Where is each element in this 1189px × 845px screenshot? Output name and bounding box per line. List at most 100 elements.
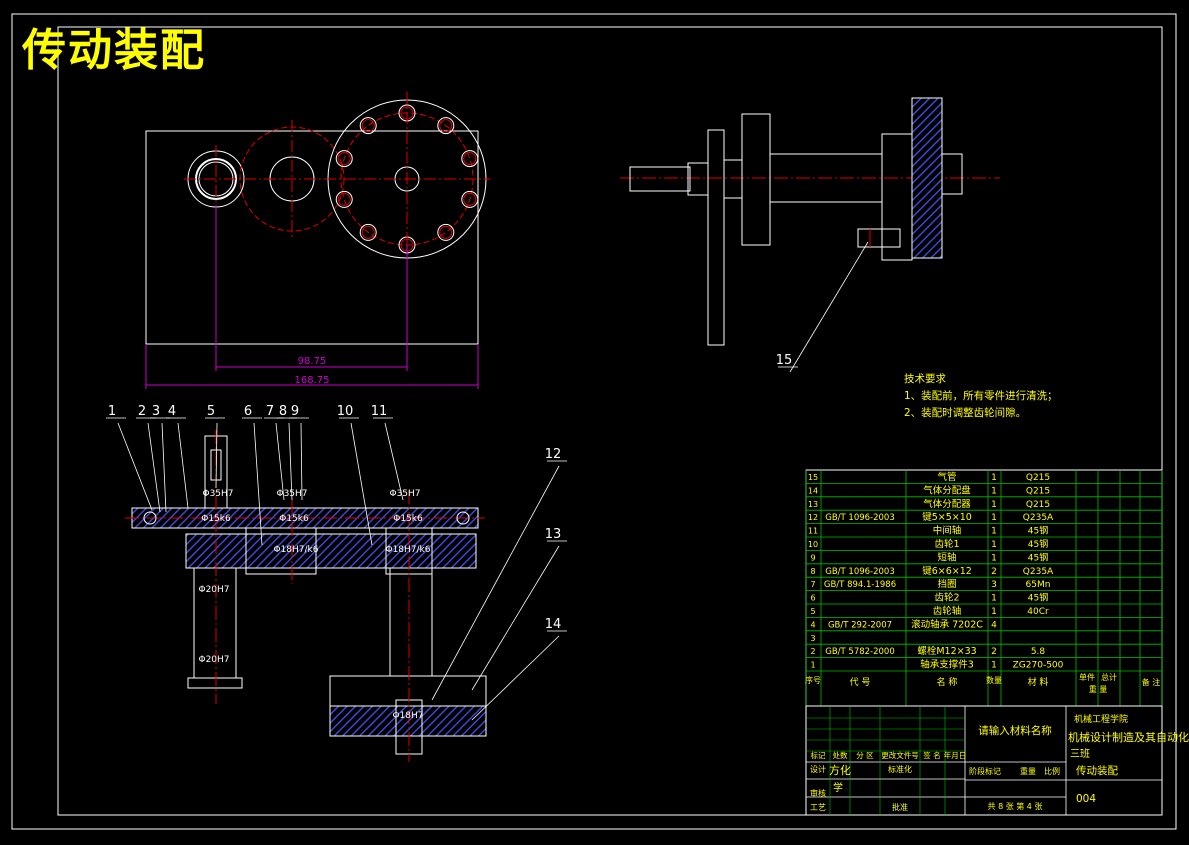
balloon-number: 2 (138, 404, 146, 419)
balloon-number: 13 (545, 527, 562, 542)
balloon-number: 3 (152, 404, 160, 419)
balloon-number: 5 (207, 404, 215, 419)
bom-cell-no: 6 (810, 594, 815, 603)
bom-cell-no: 11 (808, 527, 818, 536)
bolt-hole (335, 190, 353, 208)
bom-cell-no: 9 (810, 553, 815, 562)
bom-row: 1 轴承支撑件3 1 ZG270-500 (806, 659, 1162, 672)
balloon-item: 15 (776, 241, 869, 373)
bom-header-no: 序号 (805, 675, 821, 685)
bom-cell-material: 45钢 (1028, 592, 1048, 604)
fit-label: Φ18H7 (392, 711, 423, 721)
rev-header: 更改文件号 (881, 750, 919, 760)
bom-cell-material: 40Cr (1027, 607, 1049, 617)
leader-line (471, 635, 560, 721)
rev-header: 分 区 (856, 751, 874, 760)
bom-cell-name: 轴承支撑件3 (920, 659, 974, 671)
leader-line (161, 422, 167, 513)
bom-cell-material: 45钢 (1028, 551, 1048, 563)
designer-name: 方化 (829, 763, 851, 777)
label-weight: 重量 (1020, 766, 1036, 776)
bom-cell-qty: 1 (991, 527, 997, 537)
leader-line (431, 465, 560, 701)
bom-cell-name: 键5×5×10 (922, 511, 972, 523)
bom-cell-code: GB/T 5782-2000 (825, 647, 895, 657)
bom-cell-qty: 1 (991, 661, 997, 671)
fit-label: Φ20H7 (198, 655, 229, 665)
role-designer: 设计 (810, 764, 826, 774)
bom-cell-material: ZG270-500 (1013, 661, 1064, 671)
balloon-item: 2 (136, 404, 161, 513)
bom-cell-qty: 1 (991, 500, 997, 510)
bom-cell-qty: 1 (991, 553, 997, 563)
rev-header: 标记 (811, 750, 826, 760)
fit-label: Φ15k6 (279, 514, 309, 524)
leader-line (275, 422, 285, 501)
bolt-hole-inner (463, 192, 477, 206)
label-stage: 阶段标记 (969, 766, 1001, 776)
bom-cell-no: 1 (810, 661, 815, 670)
leader-line (789, 241, 869, 373)
bom-cell-name: 气管 (937, 471, 956, 483)
bom-cell-material: Q215 (1026, 473, 1050, 483)
bom-cell-no: 2 (810, 647, 815, 656)
dimension-label: 98.75 (298, 356, 327, 367)
balloon-item: 9 (289, 404, 309, 501)
leader-line (288, 422, 293, 501)
bom-cell-qty: 1 (991, 540, 997, 550)
bom-cell-no: 15 (808, 473, 818, 482)
label-standardization: 标准化 (888, 764, 912, 774)
tech-notes-heading: 技术要求 (904, 373, 946, 385)
bom-cell-no: 14 (808, 486, 818, 495)
fit-label: Φ20H7 (198, 585, 229, 595)
title-block: 标记处数分 区更改文件号签 名年月日设计审核工艺方化标准化批准学请输入材料名称阶… (805, 705, 1189, 816)
bolt-hole (335, 150, 353, 168)
balloon-item: 11 (371, 404, 404, 501)
bom-row: 15 气管 1 Q215 (806, 471, 1162, 484)
balloon-number: 6 (244, 404, 252, 419)
drawing-name: 传动装配 (1076, 764, 1118, 777)
bolt-hole (359, 223, 377, 241)
stamp-mark: 学 (833, 781, 843, 794)
section-view: Φ35H7Φ15k6Φ35H7Φ15k6Φ35H7Φ15k6Φ18H7/k6Φ1… (125, 430, 487, 762)
fit-label: Φ35H7 (389, 489, 420, 499)
bom-header-remark: 备 注 (1142, 677, 1161, 687)
bolt-hole (359, 117, 377, 135)
bolt-hole-inner (439, 225, 453, 239)
material-name: 请输入材料名称 (978, 724, 1052, 737)
title-block-frame (805, 705, 1163, 816)
dimension-label: 168.75 (295, 375, 330, 386)
fit-label: Φ15k6 (393, 514, 423, 524)
bom-header-total: 总计 (1101, 672, 1117, 682)
bom-cell-qty: 2 (991, 647, 997, 657)
balloon-item: 5 (205, 404, 225, 489)
bom-cell-no: 7 (810, 580, 815, 589)
outer-border (11, 13, 1177, 830)
bom-cell-code: GB/T 1096-2003 (825, 513, 895, 523)
rev-header: 处数 (833, 750, 848, 760)
label-scale: 比例 (1044, 766, 1060, 776)
role-process: 工艺 (810, 803, 826, 812)
balloon-number: 7 (266, 404, 274, 419)
bom-cell-qty: 1 (991, 594, 997, 604)
bolt-hole (437, 117, 455, 135)
bolt-hole (461, 190, 479, 208)
bom-cell-name: 短轴 (937, 551, 956, 563)
bom-cell-no: 8 (810, 567, 815, 576)
bom-cell-qty: 1 (991, 473, 997, 483)
tech-notes: 技术要求 1、装配前，所有零件进行清洗； 2、装配时调整齿轮间隙。 (904, 371, 1058, 422)
bom-cell-material: Q235A (1023, 567, 1054, 577)
balloon-item: 10 (337, 404, 373, 546)
bom-cell-qty: 1 (991, 607, 997, 617)
bom-cell-name: 滚动轴承 7202C (911, 618, 983, 630)
bom-cell-material: Q215 (1026, 486, 1050, 496)
